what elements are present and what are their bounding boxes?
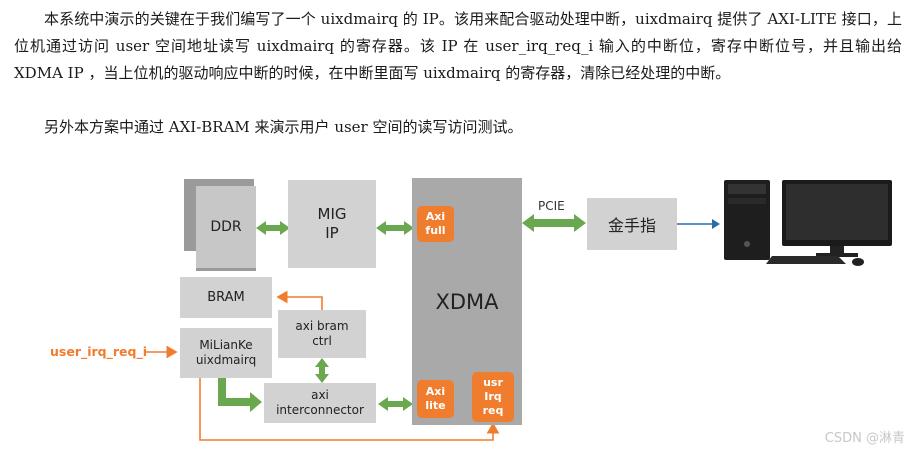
axi-bram-ctrl-box: axi bram ctrl <box>278 310 366 358</box>
xdma-goldfinger-arrow <box>522 214 586 232</box>
user-irq-req-i-label: user_irq_req_i <box>50 344 148 359</box>
gold-finger-box: 金手指 <box>587 198 677 250</box>
xdma-label: XDMA <box>435 289 499 314</box>
irq-feedback-line <box>199 378 500 441</box>
ddr-box: DDR <box>196 186 256 268</box>
milianke-interconnect-arrow <box>218 378 262 412</box>
usr-irq-req-port: usr Irq req <box>472 372 514 422</box>
bram-box: BRAM <box>180 277 272 318</box>
axi-interconnector-box: axi interconnector <box>264 383 376 423</box>
csdn-watermark: CSDN @淋青 <box>824 431 905 446</box>
ctrl-interconnect-arrow <box>315 358 329 383</box>
bram-ctrl-line <box>276 290 323 310</box>
pcie-label: PCIE <box>538 199 565 213</box>
mig-xdma-arrow <box>376 221 414 235</box>
green-double-arrows <box>218 214 586 412</box>
axi-full-port: Axi full <box>417 206 454 242</box>
milianke-uixdmairq-box: MiLianKe uixdmairq <box>180 328 272 378</box>
mig-ip-box: MIG IP <box>288 180 376 268</box>
intro-paragraph: 本系统中演示的关键在于我们编写了一个 uixdmairq 的 IP。该用来配合驱… <box>14 10 902 82</box>
interconnect-xdma-arrow <box>378 397 413 411</box>
bram-paragraph: 另外本方案中通过 AXI-BRAM 来演示用户 user 空间的读写访问测试。 <box>44 118 523 136</box>
ddr-mig-arrow <box>256 221 290 235</box>
axi-lite-port: Axi lite <box>417 380 454 418</box>
